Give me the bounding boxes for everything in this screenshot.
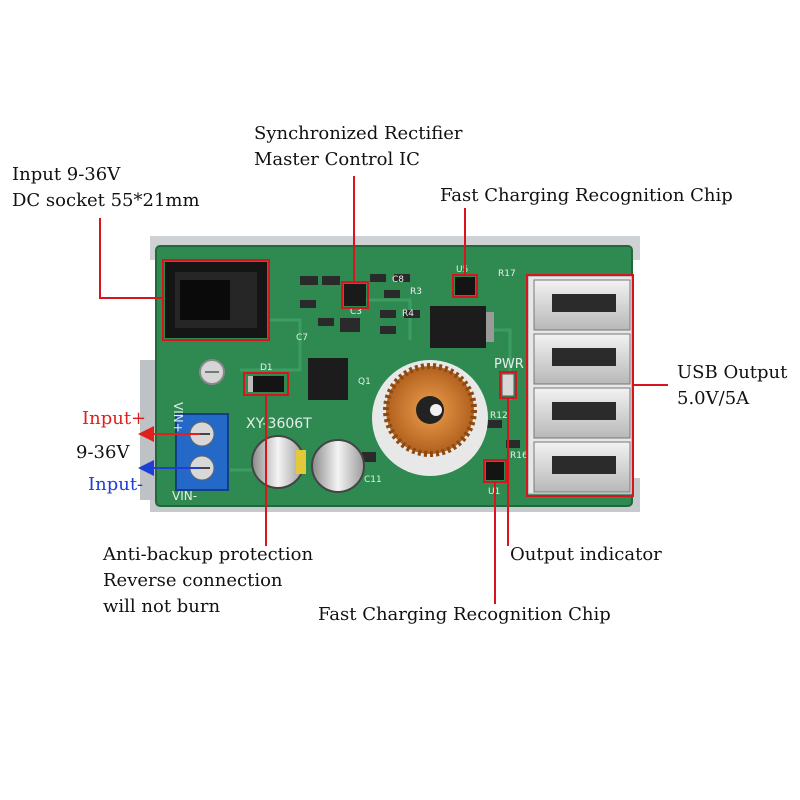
board-d1-label: D1 [260, 363, 273, 373]
usb-ports [527, 275, 633, 495]
usb-output-line2: 5.0V/5A [677, 388, 750, 410]
sync-rectifier-label: Synchronized Rectifier Master Control IC [254, 121, 462, 173]
input-dc-socket-label: Input 9-36V DC socket 55*21mm [12, 162, 200, 214]
board-vin-minus-label: VIN- [172, 489, 197, 503]
leader-lines [99, 176, 668, 604]
input-minus-label: Input- [88, 474, 144, 495]
input-line2: DC socket 55*21mm [12, 190, 200, 212]
fast-charging-chip-bottom [486, 462, 504, 480]
board-q1-label: Q1 [358, 377, 371, 387]
board-r3-label: R3 [410, 287, 422, 297]
board-c11-label: C11 [364, 475, 382, 485]
board-model-label: XY-3606T [246, 416, 312, 432]
anti-backup-line2: Reverse connection [103, 570, 283, 592]
sync-rectifier-ic [344, 284, 366, 306]
input-voltage-label: 9-36V [76, 442, 130, 463]
board-vin-plus-label: VIN+ [171, 402, 185, 433]
fast-charging-top-label: Fast Charging Recognition Chip [440, 185, 733, 206]
usb-output-line1: USB Output [677, 362, 788, 383]
mosfet-top [430, 306, 486, 348]
mosfet-q1 [308, 358, 348, 400]
anti-backup-line3: will not burn [103, 596, 221, 618]
fast-charging-bottom-label: Fast Charging Recognition Chip [318, 604, 611, 625]
pwr-led [501, 373, 515, 397]
board-pwr-label: PWR [494, 357, 524, 372]
board-r17-label: R17 [498, 269, 516, 279]
anti-backup-line1: Anti-backup protection [103, 544, 314, 565]
anti-backup-label: Anti-backup protection Reverse connectio… [103, 542, 313, 620]
output-indicator-label: Output indicator [510, 544, 662, 565]
fast-charging-chip-top [455, 277, 475, 295]
board-c8-label: C8 [392, 275, 404, 285]
board-c7-label: C7 [296, 333, 308, 343]
input-plus-label: Input+ [82, 408, 147, 429]
board-r4-label: R4 [402, 309, 414, 319]
board-r16-label: R16 [510, 451, 528, 461]
dc-jack [165, 262, 267, 338]
usb-output-label: USB Output 5.0V/5A [677, 360, 787, 412]
board-r12-label: R12 [490, 411, 508, 421]
input-line1: Input 9-36V [12, 164, 121, 185]
sync-rectifier-line2: Master Control IC [254, 149, 420, 171]
sync-rectifier-line1: Synchronized Rectifier [254, 123, 463, 144]
board-u5-label: U5 [456, 265, 468, 275]
terminal-block [175, 413, 229, 491]
smd-components [300, 274, 520, 478]
board-c3-label: C3 [350, 307, 362, 317]
diode-d1 [248, 376, 284, 392]
toroid-inductor [372, 360, 488, 476]
